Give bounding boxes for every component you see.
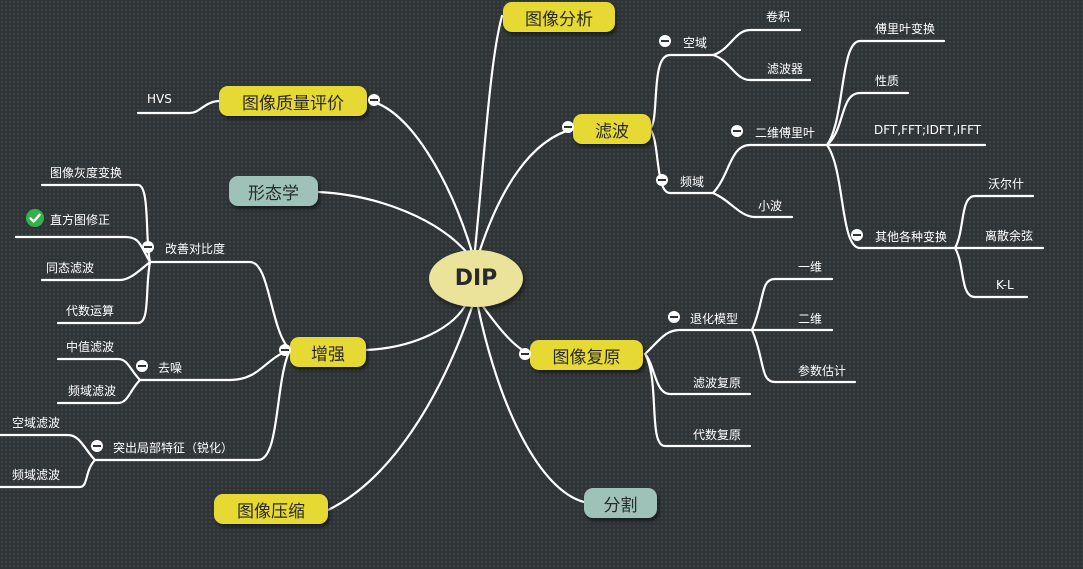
label-frequency[interactable]: 频域 [680,175,705,189]
label-freq-filter-sharpen[interactable]: 频域滤波 [12,468,61,482]
label-dct[interactable]: 离散余弦 [985,229,1034,243]
topic-filtering[interactable]: 滤波 [573,114,651,144]
label-filter-restoration[interactable]: 滤波复原 [693,376,742,390]
root-node-dip[interactable]: DIP [429,250,523,307]
label-histogram[interactable]: 直方图修正 [50,213,111,227]
collapse-icon-sharpen[interactable] [91,440,103,452]
label-denoise[interactable]: 去噪 [158,361,183,375]
label-param-estimation[interactable]: 参数估计 [798,364,847,378]
label-filter-device[interactable]: 滤波器 [767,62,804,76]
label-2d[interactable]: 二维 [798,312,823,326]
topic-image-analysis[interactable]: 图像分析 [503,2,615,32]
collapse-icon-restoration[interactable] [519,348,531,360]
label-algebra[interactable]: 代数运算 [66,304,115,318]
label-properties[interactable]: 性质 [875,74,900,88]
topic-quality-evaluation[interactable]: 图像质量评价 [219,86,367,116]
collapse-icon-spatial[interactable] [659,35,671,47]
collapse-icon-fourier2d[interactable] [731,125,743,137]
label-algebra-restoration[interactable]: 代数复原 [693,428,742,442]
label-degradation-model[interactable]: 退化模型 [690,312,739,326]
check-icon [26,209,44,227]
label-freq-filter-denoise[interactable]: 频域滤波 [68,384,117,398]
label-gray-transform[interactable]: 图像灰度变换 [50,166,123,180]
collapse-icon-frequency[interactable] [656,174,668,186]
label-spatial-filter-sharpen[interactable]: 空域滤波 [12,416,61,430]
label-kl[interactable]: K-L [996,278,1014,292]
collapse-icon-filtering[interactable] [562,121,574,133]
topic-enhancement[interactable]: 增强 [290,337,366,367]
label-1d[interactable]: 一维 [798,260,823,274]
topic-segmentation[interactable]: 分割 [584,488,657,518]
collapse-icon-other-transforms[interactable] [851,229,863,241]
collapse-icon-enhancement[interactable] [279,344,291,356]
label-median-filter[interactable]: 中值滤波 [66,340,115,354]
label-spatial[interactable]: 空域 [683,36,708,50]
label-homomorphic[interactable]: 同态滤波 [46,261,95,275]
collapse-icon-quality[interactable] [368,94,380,106]
label-hvs[interactable]: HVS [147,92,172,106]
label-fourier-transform[interactable]: 傅里叶变换 [875,22,936,36]
label-contrast[interactable]: 改善对比度 [165,242,226,256]
collapse-icon-denoise[interactable] [136,360,148,372]
topic-restoration[interactable]: 图像复原 [530,340,643,370]
label-other-transforms[interactable]: 其他各种变换 [875,230,948,244]
label-wavelet[interactable]: 小波 [758,199,783,213]
label-convolution[interactable]: 卷积 [766,10,791,24]
label-sharpen[interactable]: 突出局部特征（锐化） [113,441,234,455]
topic-morphology[interactable]: 形态学 [229,176,318,206]
collapse-icon-degradation[interactable] [668,311,680,323]
label-dft-fft[interactable]: DFT,FFT;IDFT,IFFT [874,123,982,137]
label-fourier2d[interactable]: 二维傅里叶 [755,126,816,140]
collapse-icon-contrast[interactable] [142,241,154,253]
label-walsh[interactable]: 沃尔什 [988,177,1025,191]
topic-compression[interactable]: 图像压缩 [214,494,328,524]
